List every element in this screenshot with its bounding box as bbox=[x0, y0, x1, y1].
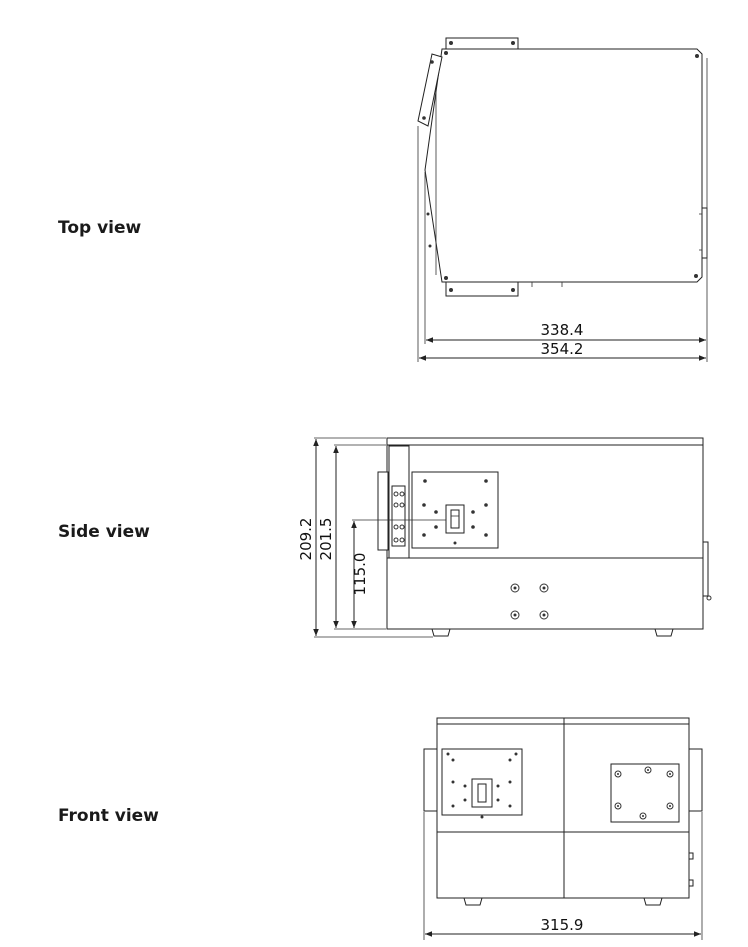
front-view-label: Front view bbox=[58, 806, 159, 826]
dimension-209: 209.2 bbox=[297, 518, 315, 561]
foot-right bbox=[654, 628, 674, 637]
top-mount-bracket bbox=[445, 37, 519, 51]
dimension-315: 315.9 bbox=[541, 916, 584, 934]
bottom-mount-bracket bbox=[445, 281, 519, 297]
top-view-label: Top view bbox=[58, 218, 142, 238]
angled-front-plate bbox=[417, 53, 443, 127]
front-right-plate-bolts bbox=[614, 766, 674, 820]
dimension-115: 115.0 bbox=[351, 553, 369, 596]
side-view-drawing: 209.2 201.5 115.0 bbox=[297, 437, 712, 638]
side-bolts bbox=[510, 583, 549, 620]
top-view-housing bbox=[424, 48, 703, 283]
side-view-label: Side view bbox=[58, 522, 150, 542]
dimension-354: 354.2 bbox=[541, 340, 584, 358]
dimension-338: 338.4 bbox=[541, 321, 584, 339]
side-bracket bbox=[377, 471, 389, 551]
front-view-drawing: 315.9 bbox=[423, 717, 703, 940]
front-left-plate-holes bbox=[446, 752, 518, 819]
front-left-wing bbox=[423, 748, 439, 812]
foot-left bbox=[431, 628, 451, 637]
side-rear-connector bbox=[702, 541, 709, 597]
front-foot-left bbox=[463, 897, 483, 906]
side-flange-screws bbox=[393, 491, 405, 543]
dimension-201: 201.5 bbox=[317, 518, 335, 561]
front-foot-right bbox=[643, 897, 663, 906]
top-view-drawing: 338.4 354.2 bbox=[417, 37, 708, 362]
rear-connector bbox=[701, 207, 708, 259]
front-right-wing bbox=[687, 748, 703, 812]
side-plate-holes bbox=[422, 479, 488, 545]
